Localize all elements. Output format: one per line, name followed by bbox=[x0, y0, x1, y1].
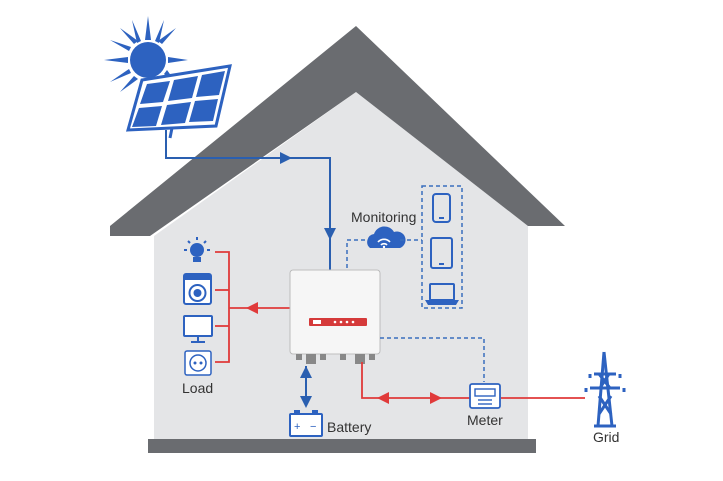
inverter-shadow bbox=[289, 269, 381, 355]
inverter-to-meter-link bbox=[380, 337, 485, 382]
monitoring-label: Monitoring bbox=[351, 209, 416, 225]
solar-flow bbox=[165, 130, 336, 270]
tv-monitor-icon bbox=[183, 315, 213, 343]
smartphone-icon bbox=[432, 193, 451, 223]
load-label: Load bbox=[182, 380, 213, 396]
tablet-icon bbox=[430, 237, 453, 269]
devices-frame bbox=[421, 185, 463, 309]
light-bulb-icon bbox=[184, 237, 210, 262]
house bbox=[110, 26, 565, 453]
load-icons bbox=[183, 237, 213, 376]
house-roof bbox=[110, 26, 565, 236]
load-flow bbox=[215, 251, 290, 363]
inverter bbox=[289, 269, 381, 364]
inverter-display-panel bbox=[309, 318, 367, 326]
inverter-to-cloud-link bbox=[346, 239, 368, 268]
power-tower-icon bbox=[584, 351, 626, 428]
svg-text:−: − bbox=[310, 421, 316, 433]
house-wall bbox=[154, 92, 528, 440]
meter-label: Meter bbox=[467, 412, 503, 428]
grid-label: Grid bbox=[593, 429, 619, 445]
monitoring-devices bbox=[421, 185, 463, 309]
svg-text:+: + bbox=[294, 421, 300, 433]
grid-flow bbox=[361, 362, 585, 404]
solar-panel-icon bbox=[125, 64, 232, 139]
energy-meter-icon bbox=[469, 383, 501, 409]
wifi-cloud-icon bbox=[367, 226, 406, 249]
laptop-icon bbox=[425, 283, 459, 305]
house-ground bbox=[148, 439, 536, 453]
battery-label: Battery bbox=[327, 419, 371, 435]
battery-flow bbox=[300, 366, 312, 408]
power-socket-icon bbox=[184, 350, 212, 376]
washing-machine-icon bbox=[183, 273, 212, 305]
inverter-connectors bbox=[296, 354, 375, 364]
battery-icon: + − bbox=[289, 410, 323, 437]
